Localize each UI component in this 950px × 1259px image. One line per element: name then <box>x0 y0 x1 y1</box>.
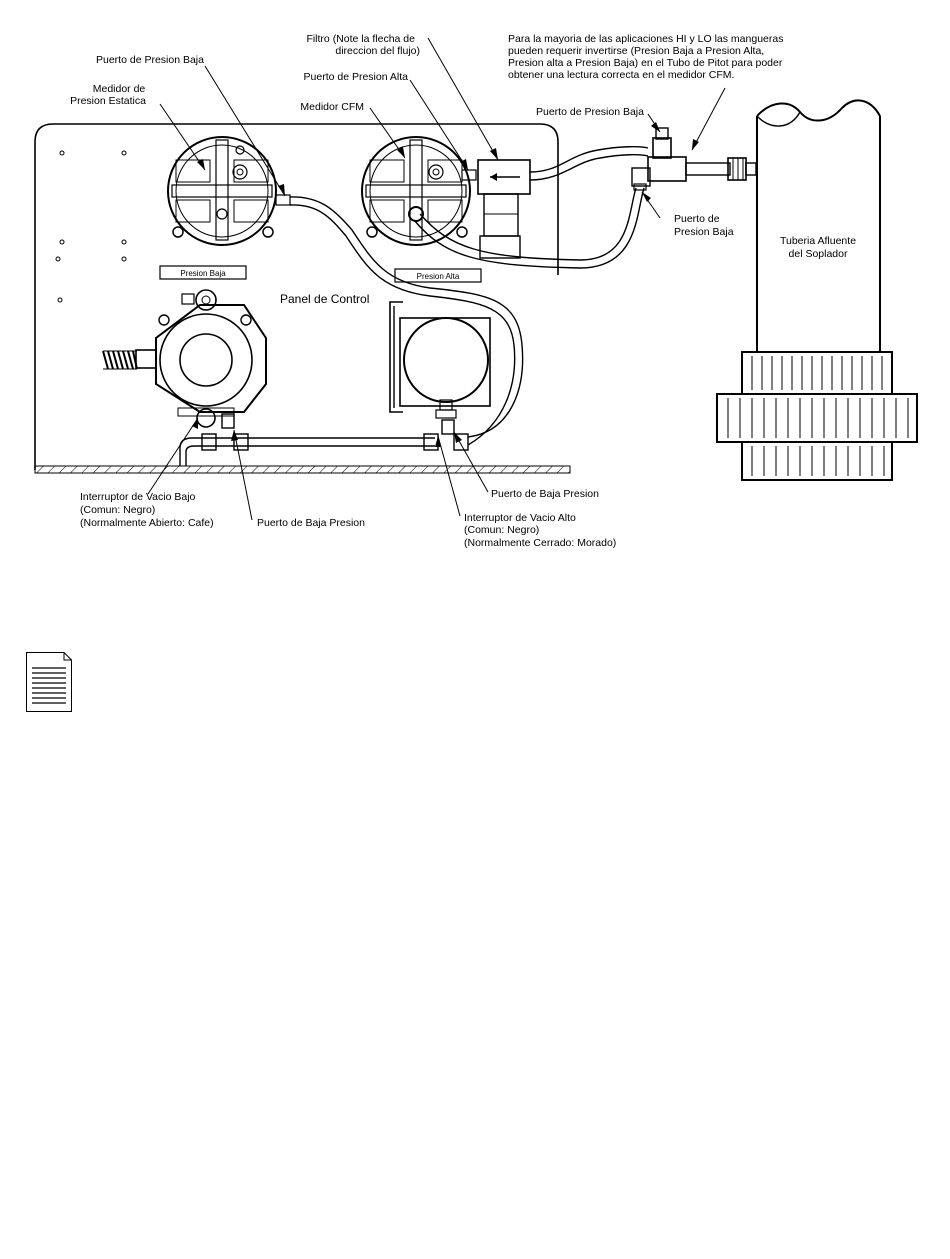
bottom-manifold-tubing <box>179 433 469 466</box>
label-puerto-baja-presion-left: Puerto de Baja Presion <box>257 517 365 529</box>
cable-spring <box>102 350 138 370</box>
label-puerto-de-2: Presion Baja <box>674 226 734 238</box>
static-pressure-gauge <box>167 136 291 246</box>
label-medidor-cfm: Medidor CFM <box>300 101 364 113</box>
label-puerto-presion-baja-pitot: Puerto de Presion Baja <box>536 106 644 118</box>
label-puerto-presion-baja-top: Puerto de Presion Baja <box>96 54 204 66</box>
plate-presion-alta-text: Presion Alta <box>417 272 460 281</box>
label-medidor-estatica-2: Presion Estatica <box>70 95 146 107</box>
nameplate-presion-alta: Presion Alta <box>394 268 482 283</box>
document-icon <box>26 652 72 712</box>
high-vacuum-switch <box>389 301 491 435</box>
leader-lines <box>147 37 726 521</box>
label-interruptor-bajo-3: (Normalmente Abierto: Cafe) <box>80 517 214 529</box>
low-vacuum-switch <box>102 289 267 429</box>
hose-filter-to-pitot <box>529 145 649 181</box>
label-filtro-1: Filtro (Note la flecha de <box>306 33 415 45</box>
label-medidor-estatica-1: Medidor de <box>93 83 146 95</box>
label-puerto-de-1: Puerto de <box>674 213 720 225</box>
label-puerto-presion-alta: Puerto de Presion Alta <box>304 71 409 83</box>
label-nota-1: Para la mayoria de las aplicaciones HI y… <box>508 33 783 45</box>
label-panel-de-control: Panel de Control <box>280 292 369 306</box>
label-interruptor-bajo-1: Interruptor de Vacio Bajo <box>80 491 196 503</box>
pipe-coupling-ribs <box>727 356 909 476</box>
hose-cfm-to-pitot <box>413 187 645 269</box>
blower-inlet-pipe <box>716 99 918 481</box>
label-tuberia-2: del Soplador <box>789 248 848 260</box>
label-interruptor-alto-3: (Normalmente Cerrado: Morado) <box>464 537 616 549</box>
label-nota-3: Presion alta a Presion Baja) en el Tubo … <box>508 57 783 69</box>
filter <box>477 159 531 259</box>
label-nota-2: pueden requerir invertirse (Presion Baja… <box>508 45 764 57</box>
hose-static-to-high-switch <box>289 196 524 446</box>
label-interruptor-alto-2: (Comun: Negro) <box>464 524 539 536</box>
label-interruptor-alto-1: Interruptor de Vacio Alto <box>464 512 576 524</box>
diagram-labels: Puerto de Presion Baja Medidor de Presio… <box>70 33 856 549</box>
nameplate-presion-baja: Presion Baja <box>159 265 247 280</box>
control-panel-board <box>34 123 571 474</box>
label-filtro-2: direccion del flujo) <box>335 45 420 57</box>
label-nota-4: obtener una lectura correcta en el medid… <box>508 69 734 81</box>
label-tuberia-1: Tuberia Afluente <box>780 235 856 247</box>
pitot-tube-assembly <box>631 127 757 191</box>
leader-arrowheads <box>192 122 699 447</box>
label-puerto-baja-presion-right: Puerto de Baja Presion <box>491 488 599 500</box>
cfm-gauge <box>361 136 477 246</box>
label-interruptor-bajo-2: (Comun: Negro) <box>80 504 155 516</box>
plate-presion-baja-text: Presion Baja <box>180 269 226 278</box>
